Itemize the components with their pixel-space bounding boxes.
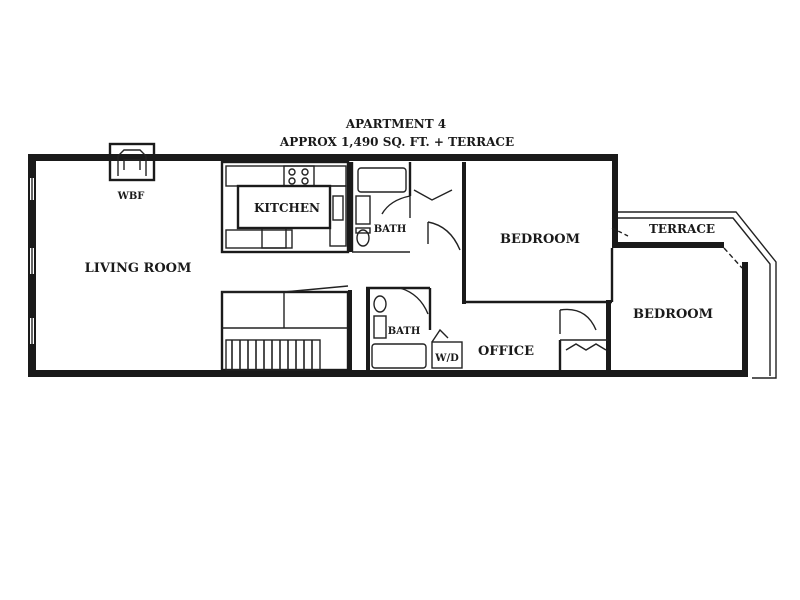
bedroom-right-label: BEDROOM: [633, 307, 713, 322]
area-subtitle: APPROX 1,490 SQ. FT. + TERRACE: [279, 135, 514, 149]
kitchen-area: [220, 160, 350, 254]
washer-dryer-icon: [431, 328, 463, 369]
living-room-label: LIVING ROOM: [85, 261, 192, 276]
wbf-label: WBF: [117, 191, 145, 202]
stairs: [220, 285, 350, 372]
interior-walls: [348, 162, 614, 374]
terrace-label: TERRACE: [649, 222, 715, 236]
bath-lower-label: BATH: [388, 326, 421, 337]
fireplace-icon: [108, 142, 156, 182]
door-swings: [381, 189, 629, 351]
upper-bath-fixtures: [355, 167, 407, 247]
left-windows: [30, 178, 34, 344]
apartment-title: APARTMENT 4: [345, 117, 446, 131]
bedroom-main-label: BEDROOM: [500, 232, 580, 247]
wd-label: W/D: [434, 353, 459, 364]
terrace-area: [618, 211, 777, 379]
office-label: OFFICE: [478, 344, 534, 359]
bath-upper-label: BATH: [374, 224, 407, 235]
lower-bath-fixtures: [371, 295, 427, 369]
kitchen-label: KITCHEN: [254, 201, 320, 215]
